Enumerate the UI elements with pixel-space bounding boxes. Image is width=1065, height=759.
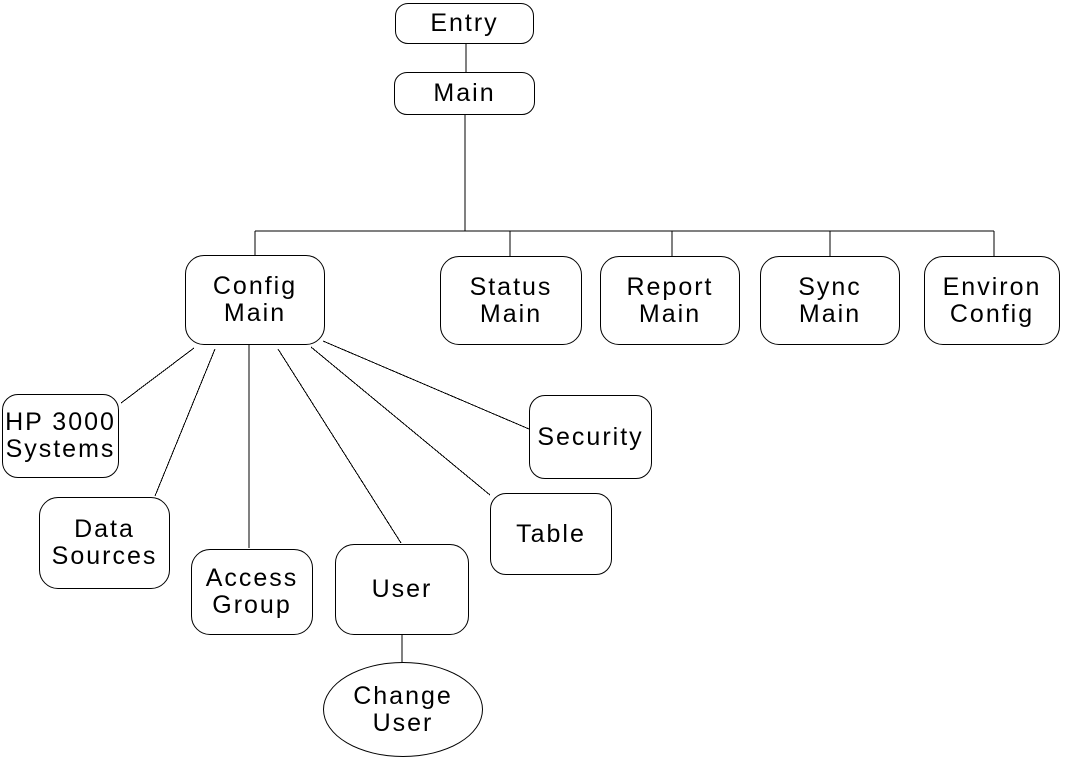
- node-label: Main: [433, 79, 496, 107]
- node-hp-3000-systems: HP 3000 Systems: [2, 394, 119, 478]
- node-change-user: Change User: [323, 662, 483, 757]
- node-label: Access: [205, 564, 299, 592]
- node-label: User: [372, 708, 434, 737]
- node-config-main: Config Main: [185, 255, 325, 345]
- node-label: Sources: [51, 542, 158, 570]
- node-sync-main: Sync Main: [760, 256, 900, 345]
- node-report-main: Report Main: [600, 256, 740, 345]
- node-label: Entry: [430, 9, 499, 37]
- node-table: Table: [490, 493, 612, 575]
- node-security: Security: [529, 395, 652, 479]
- node-main: Main: [394, 72, 535, 115]
- node-label: Config: [212, 272, 298, 300]
- node-label: Group: [212, 591, 292, 619]
- edge-config-security: [322, 340, 530, 430]
- node-label: Report: [626, 272, 714, 301]
- node-label: Table: [516, 519, 586, 548]
- node-label: Data: [74, 515, 135, 543]
- node-label: HP 3000: [5, 408, 116, 436]
- edge-config-table: [310, 346, 491, 496]
- node-user: User: [335, 544, 469, 635]
- node-label: Change: [353, 681, 453, 710]
- node-label: Sync: [798, 272, 862, 301]
- node-label: User: [371, 575, 433, 603]
- node-label: Main: [798, 299, 862, 328]
- node-label: Main: [479, 299, 543, 328]
- node-label: Environ: [942, 272, 1042, 301]
- node-data-sources: Data Sources: [39, 497, 170, 589]
- node-label: Main: [638, 299, 702, 328]
- node-label: Security: [537, 422, 644, 451]
- edge-config-hp3000: [120, 347, 195, 404]
- node-entry: Entry: [395, 3, 534, 44]
- edge-config-user: [277, 348, 402, 544]
- node-status-main: Status Main: [440, 256, 582, 345]
- edge-config-data-sources: [154, 348, 216, 497]
- node-environ-config: Environ Config: [924, 256, 1060, 345]
- node-label: Status: [469, 272, 553, 301]
- node-label: Config: [949, 299, 1035, 328]
- node-access-group: Access Group: [191, 549, 313, 635]
- node-label: Main: [223, 299, 287, 327]
- node-label: Systems: [5, 435, 116, 463]
